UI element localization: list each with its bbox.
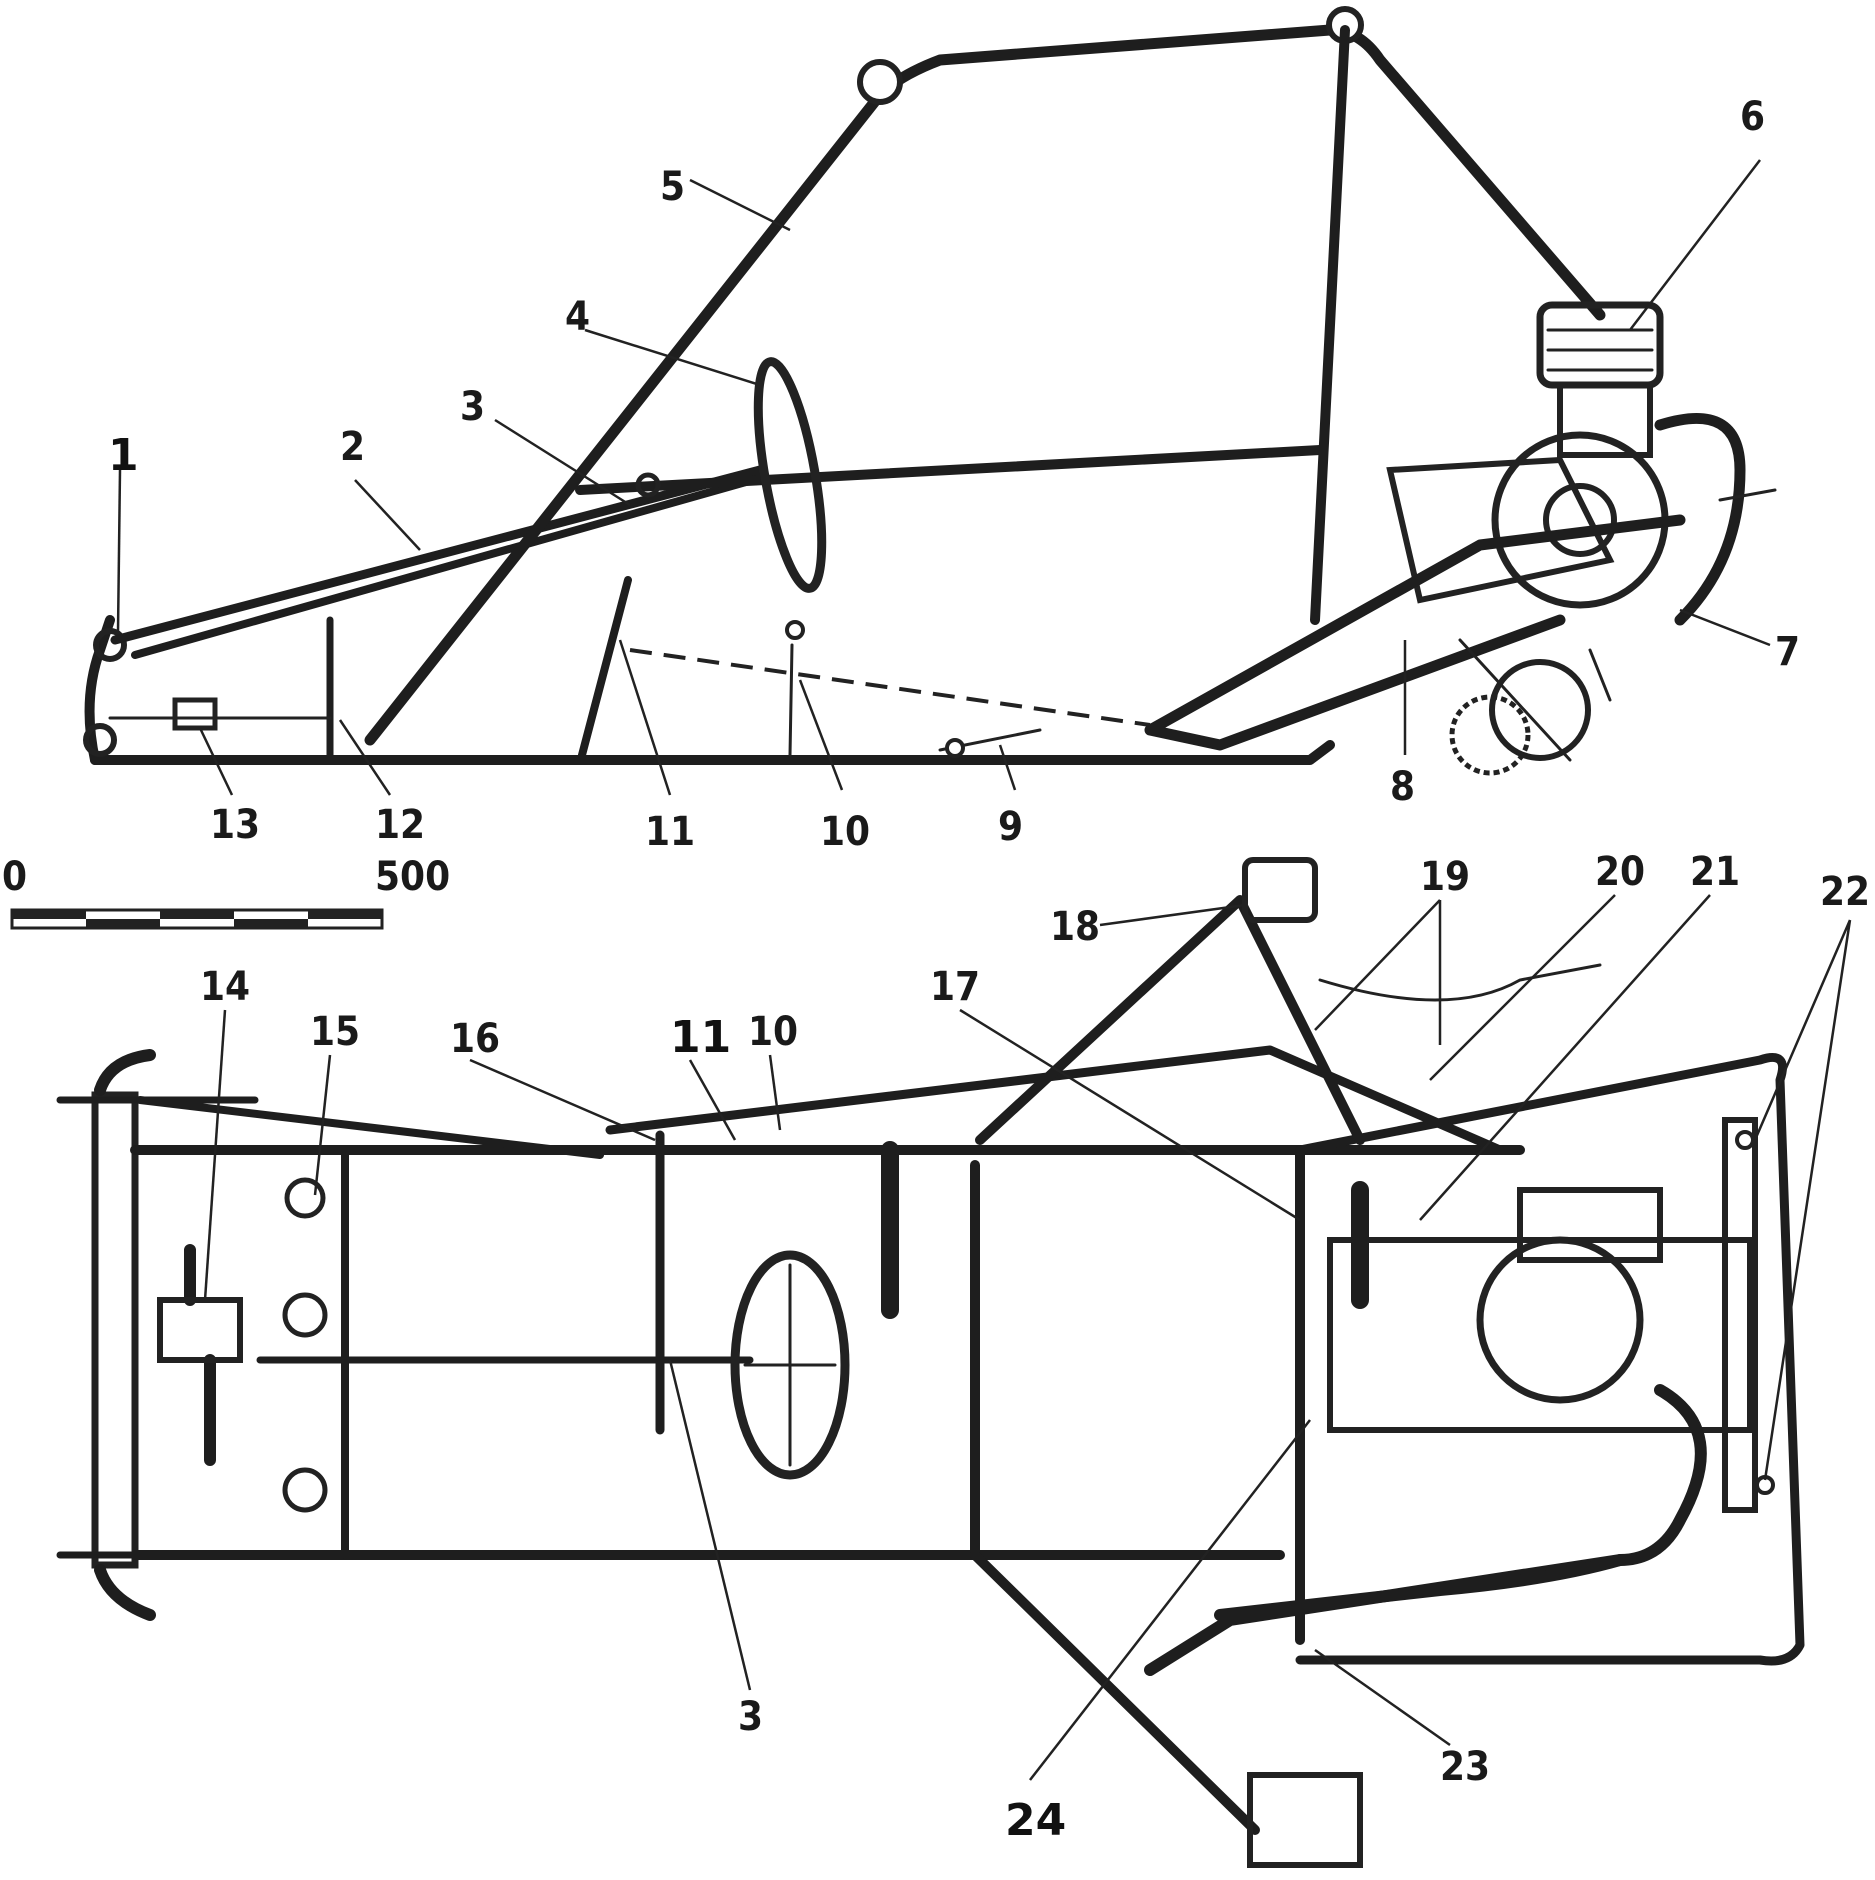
callout-11: 11 — [645, 809, 695, 855]
callout-10-top: 10 — [748, 1009, 798, 1055]
front-nose-tube — [84, 615, 115, 765]
callout-3: 3 — [460, 384, 485, 430]
side-view — [83, 6, 1777, 776]
callout-2: 2 — [340, 424, 365, 470]
front-axle-beam — [91, 1091, 139, 1569]
callout-18: 18 — [1050, 904, 1100, 950]
steering-wheel-top — [730, 1250, 850, 1480]
callout-14: 14 — [200, 964, 250, 1010]
rear-bracket-plate — [1722, 1117, 1758, 1513]
drive-sprocket — [1449, 694, 1531, 776]
top-side-rail — [575, 445, 1325, 495]
rear-diagonal-tube — [970, 1550, 1260, 1835]
front-pivot — [93, 628, 127, 662]
control-cable — [629, 648, 1151, 727]
callout-24: 24 — [1005, 1795, 1066, 1846]
steering-bearing — [635, 472, 661, 498]
brake-lever — [788, 643, 794, 757]
callout-9: 9 — [998, 804, 1023, 850]
callout-16: 16 — [450, 1016, 500, 1062]
callout-1: 1 — [108, 430, 139, 481]
callout-20: 20 — [1595, 849, 1645, 895]
callout-7: 7 — [1775, 629, 1800, 675]
roll-cage — [364, 24, 1606, 746]
callout-5: 5 — [660, 164, 685, 210]
front-spring-unit — [172, 697, 218, 731]
steering-gear — [184, 1244, 216, 1466]
engine-cylinder-top — [1476, 1236, 1644, 1404]
callout-6: 6 — [1740, 94, 1765, 140]
roll-cage-top — [975, 895, 1365, 1145]
scale-bar-start: 0 — [2, 854, 27, 900]
callout-22: 22 — [1820, 869, 1870, 915]
callout-23: 23 — [1440, 1744, 1490, 1790]
callout-10: 10 — [820, 809, 870, 855]
engine-crankcase — [1386, 456, 1615, 604]
upper-front-beam — [131, 474, 764, 659]
callout-11-top: 11 — [670, 1012, 731, 1063]
rear-hub — [1489, 659, 1591, 761]
muffler — [1144, 514, 1686, 751]
scale-bar-end: 500 — [375, 854, 450, 900]
callout-4: 4 — [565, 294, 590, 340]
engine-block-top — [1327, 1237, 1753, 1433]
scale-bar: 0 500 — [2, 854, 450, 930]
callout-15: 15 — [310, 1009, 360, 1055]
seat-mount-bottom — [1247, 1772, 1363, 1868]
callout-3-top: 3 — [738, 1694, 763, 1740]
callout-17: 17 — [930, 964, 980, 1010]
rear-frame — [1295, 1053, 1805, 1666]
callout-21: 21 — [1690, 849, 1740, 895]
exhaust-top — [1144, 1384, 1707, 1676]
callout-8: 8 — [1390, 764, 1415, 810]
main-hoop — [1310, 25, 1350, 625]
callout-19: 19 — [1420, 854, 1470, 900]
callout-13: 13 — [210, 802, 260, 848]
lower-pivot — [83, 723, 117, 757]
seat-mount-top — [1242, 857, 1318, 923]
cage-joint-front — [857, 59, 903, 105]
brake-lever-knob — [785, 620, 805, 640]
top-view — [56, 857, 1805, 1868]
exhaust-pipe — [1654, 412, 1746, 626]
top-view-callouts: 14 15 16 11 10 17 18 19 20 21 22 3 23 24 — [200, 849, 1870, 1846]
engine-cylinder — [1557, 382, 1653, 458]
steering-wheel-side — [753, 357, 827, 593]
gear-lever — [578, 576, 632, 759]
steering-column — [110, 465, 765, 645]
callout-12: 12 — [375, 802, 425, 848]
side-view-callouts: 1 2 3 4 5 6 7 8 9 10 11 12 13 — [108, 94, 1800, 855]
lower-frame-rail — [90, 740, 1335, 765]
